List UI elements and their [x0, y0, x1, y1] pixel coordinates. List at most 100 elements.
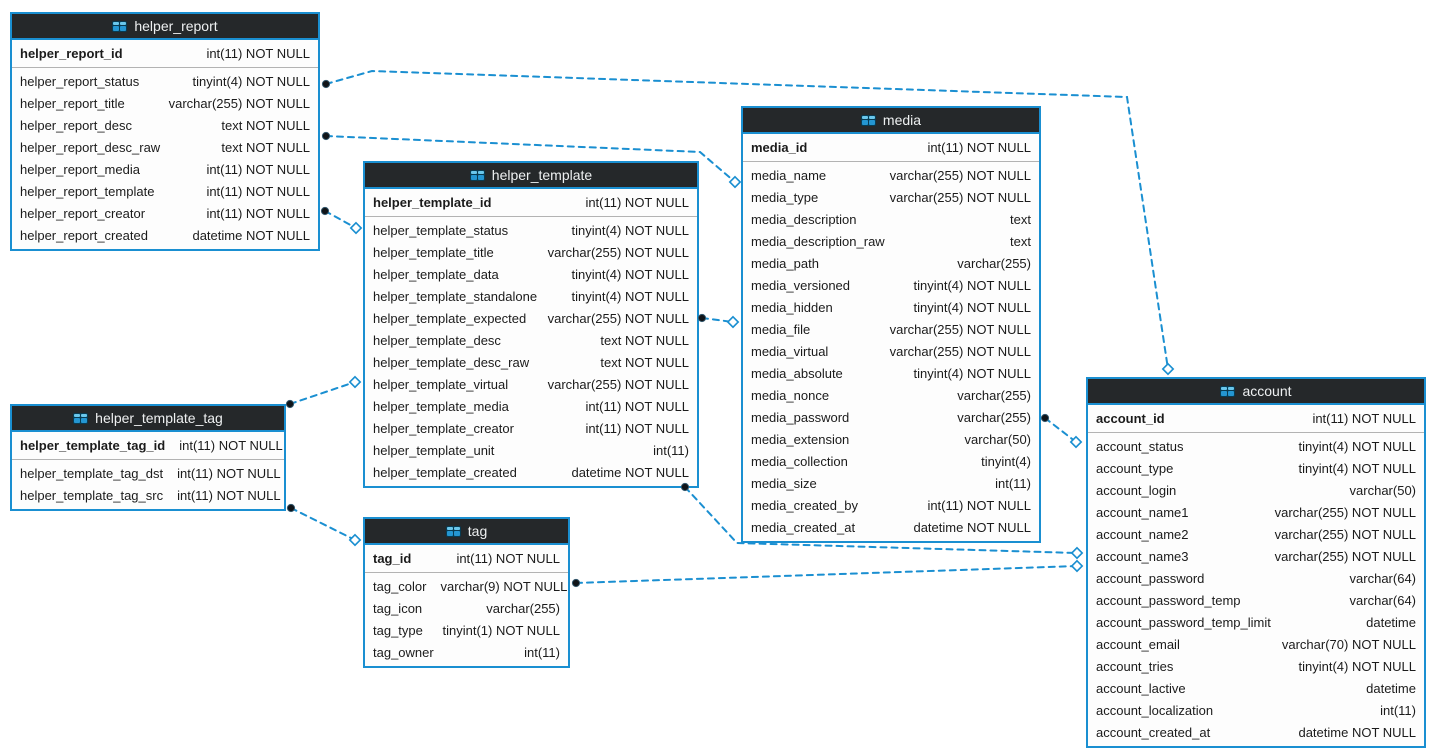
- table-icon: [1220, 385, 1236, 397]
- field-type: tinyint(4) NOT NULL: [913, 277, 1031, 293]
- table-icon: [445, 525, 461, 537]
- field-name: media_file: [751, 321, 811, 337]
- field-type: int(11) NOT NULL: [179, 438, 283, 453]
- field-name: media_type: [751, 189, 819, 205]
- relationship-line-helper_template-media[interactable]: [701, 317, 734, 323]
- field-name: media_description: [751, 211, 857, 227]
- field-type: varchar(255) NOT NULL: [889, 343, 1031, 359]
- field-type: varchar(70) NOT NULL: [1281, 636, 1416, 652]
- table-header[interactable]: account: [1088, 379, 1424, 405]
- field-name: media_absolute: [751, 365, 843, 381]
- table-title: account: [1242, 383, 1292, 399]
- relationship-line-helper_report-helper_template[interactable]: [324, 210, 357, 229]
- relationship-line-helper_template_tag-tag[interactable]: [290, 507, 356, 541]
- relationship-line-helper_template_tag-helper_template[interactable]: [289, 381, 356, 405]
- field-name: media_created_by: [751, 497, 858, 513]
- table-header[interactable]: helper_template_tag: [12, 406, 284, 432]
- table-header[interactable]: media: [743, 108, 1039, 134]
- relationship-line-media-account[interactable]: [1044, 417, 1077, 443]
- relationship-line-helper_report-media[interactable]: [325, 135, 736, 183]
- relationship-line-tag-account[interactable]: [575, 565, 1078, 584]
- table-header[interactable]: helper_report: [12, 14, 318, 40]
- relationship-line-helper_report-account[interactable]: [325, 69, 1169, 370]
- relationship-line-helper_template-account[interactable]: [684, 486, 1078, 554]
- table-header[interactable]: helper_template: [365, 163, 697, 189]
- field-type: int(11) NOT NULL: [177, 465, 281, 481]
- table-header[interactable]: tag: [365, 519, 568, 545]
- field-type: varchar(255): [957, 409, 1031, 425]
